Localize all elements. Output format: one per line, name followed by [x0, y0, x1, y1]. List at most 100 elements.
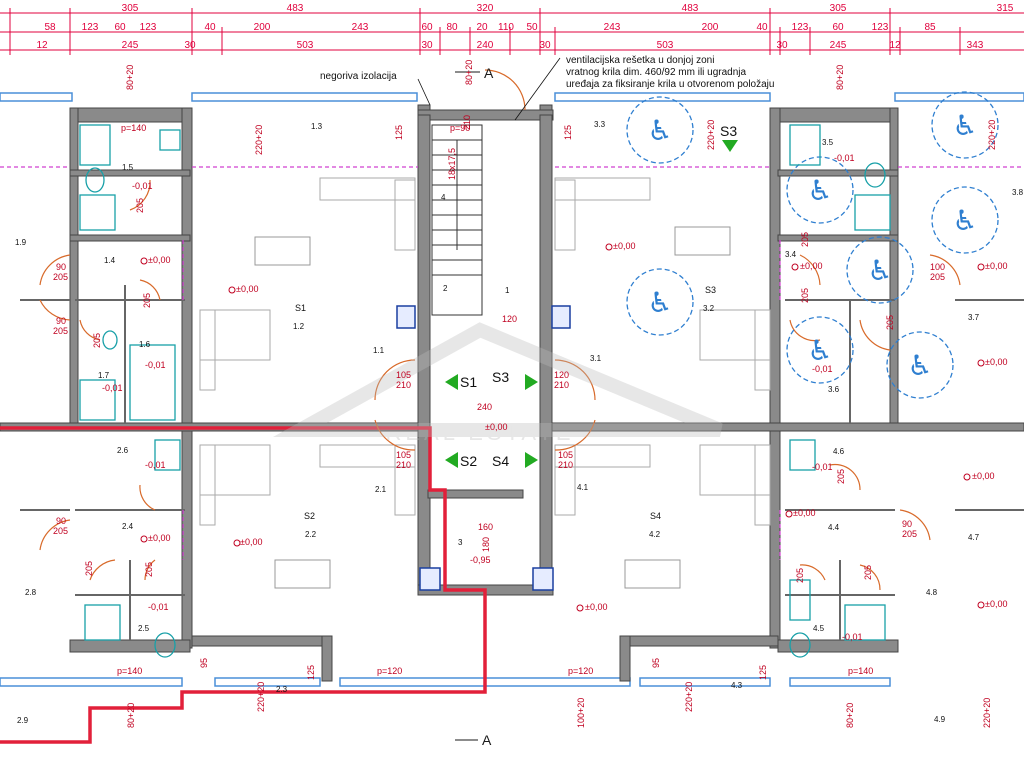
partition-dashes	[0, 166, 1024, 560]
svg-text:205: 205	[142, 293, 152, 308]
svg-text:123: 123	[82, 22, 99, 33]
arrow-s4	[525, 452, 538, 468]
arrow-s1	[445, 374, 458, 390]
svg-text:243: 243	[352, 22, 369, 33]
wheelchair-icon: ♿	[807, 174, 832, 207]
wheelchair-circle-7	[931, 91, 999, 159]
dim-305-a: 305	[122, 3, 139, 14]
svg-text:243: 243	[604, 22, 621, 33]
svg-text:p=120: p=120	[568, 666, 593, 676]
svg-text:58: 58	[44, 22, 56, 33]
dining-tables	[254, 226, 731, 589]
section-mark-bottom: A	[482, 732, 492, 748]
svg-text:123: 123	[872, 22, 889, 33]
room-3-6: 3.6	[828, 385, 840, 394]
svg-text:80+20: 80+20	[464, 60, 474, 85]
wheelchair-icon: ♿	[647, 286, 672, 319]
svg-text:80+20: 80+20	[125, 65, 135, 90]
svg-text:503: 503	[657, 40, 674, 51]
svg-text:205: 205	[53, 326, 68, 336]
leader-lines	[417, 57, 561, 121]
svg-text:-0,01: -0,01	[812, 462, 833, 472]
sofas	[199, 309, 771, 526]
svg-text:-0,01: -0,01	[145, 460, 166, 470]
unit-s2: S2	[304, 511, 315, 521]
svg-text:12: 12	[889, 40, 901, 51]
svg-text:220+20: 220+20	[987, 120, 997, 150]
svg-text:30: 30	[421, 40, 433, 51]
room-1-9: 1.9	[15, 238, 27, 247]
room-stair-3: 3	[458, 538, 463, 547]
door-swings	[39, 69, 961, 591]
entry-s2: S2	[460, 453, 477, 469]
svg-text:125: 125	[306, 665, 316, 680]
room-3-7: 3.7	[968, 313, 980, 322]
arrow-s3	[525, 374, 538, 390]
svg-text:220+20: 220+20	[254, 125, 264, 155]
svg-text:205: 205	[53, 526, 68, 536]
room-4-3: 4.3	[731, 681, 743, 690]
svg-text:120: 120	[502, 314, 517, 324]
svg-text:40: 40	[204, 22, 216, 33]
svg-text:160: 160	[478, 522, 493, 532]
svg-text:±0,00: ±0,00	[800, 261, 822, 271]
dim-315: 315	[997, 3, 1014, 14]
svg-text:90: 90	[902, 519, 912, 529]
wheelchair-circle-8	[931, 186, 999, 254]
svg-text:±0,00: ±0,00	[148, 255, 170, 265]
room-4-1: 4.1	[577, 483, 589, 492]
vent-note-line-2: vratnog krila dim. 460/92 mm ili ugradnj…	[566, 67, 747, 78]
room-2-2: 2.2	[305, 530, 317, 539]
unit-s4: S4	[650, 511, 661, 521]
svg-text:40: 40	[756, 22, 768, 33]
svg-text:210: 210	[554, 380, 569, 390]
svg-text:±0,00: ±0,00	[148, 533, 170, 543]
svg-text:205: 205	[144, 562, 154, 577]
wheelchair-circle-5	[786, 316, 854, 384]
room-2-5: 2.5	[138, 624, 150, 633]
wheelchair-circle-2	[626, 268, 694, 336]
svg-text:20: 20	[476, 22, 488, 33]
svg-text:±0,00: ±0,00	[485, 422, 507, 432]
room-1-7: 1.7	[98, 371, 110, 380]
svg-text:±0,00: ±0,00	[985, 599, 1007, 609]
svg-text:205: 205	[795, 568, 805, 583]
svg-text:210: 210	[558, 460, 573, 470]
svg-text:125: 125	[394, 125, 404, 140]
svg-text:245: 245	[122, 40, 139, 51]
annotation-texts: negoriva izolacija ventilacijska rešetka…	[320, 55, 774, 90]
svg-text:125: 125	[758, 665, 768, 680]
unit-s1: S1	[295, 303, 306, 313]
unit-s3: S3	[705, 285, 716, 295]
arrow-s2	[445, 452, 458, 468]
svg-text:-0,01: -0,01	[842, 632, 863, 642]
svg-text:85: 85	[924, 22, 936, 33]
svg-text:210: 210	[396, 460, 411, 470]
svg-text:-0,01: -0,01	[148, 602, 169, 612]
svg-text:123: 123	[792, 22, 809, 33]
room-1-1: 1.1	[373, 346, 385, 355]
svg-text:90: 90	[56, 516, 66, 526]
dim-483-b: 483	[682, 3, 699, 14]
wheelchair-icon: ♿	[952, 109, 977, 142]
svg-text:95: 95	[651, 658, 661, 668]
wheelchair-icons: ♿ ♿ ♿ ♿ ♿ ♿ ♿ ♿	[647, 109, 977, 382]
svg-text:503: 503	[297, 40, 314, 51]
svg-text:60: 60	[114, 22, 126, 33]
svg-text:90: 90	[56, 262, 66, 272]
svg-text:30: 30	[539, 40, 551, 51]
watermark: REAL ESTATE	[272, 322, 723, 445]
accessibility-zones	[626, 91, 999, 399]
svg-text:80+20: 80+20	[835, 65, 845, 90]
shaft-boxes	[396, 305, 571, 591]
room-2-3: 2.3	[276, 685, 288, 694]
room-stair-2: 2	[443, 284, 448, 293]
room-1-6: 1.6	[139, 340, 151, 349]
vent-note-line-1: ventilacijska rešetka u donjoj zoni	[566, 55, 714, 66]
svg-text:220+20: 220+20	[256, 682, 266, 712]
section-marks: A A	[482, 65, 494, 748]
partitions	[20, 285, 1024, 640]
svg-text:205: 205	[863, 565, 873, 580]
svg-text:±0,00: ±0,00	[236, 284, 258, 294]
